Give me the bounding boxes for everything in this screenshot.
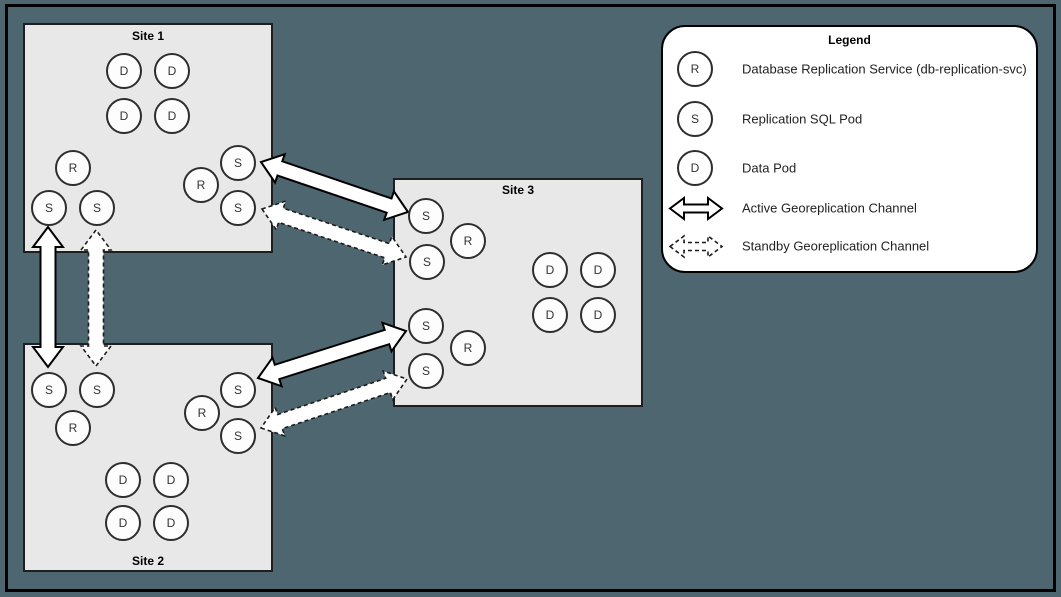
node-d-pod: D (105, 462, 141, 498)
standby-channel-icon (668, 234, 724, 259)
node-symbol: S (92, 201, 101, 215)
data-pod-icon: D (677, 150, 713, 186)
node-r-pod: R (184, 395, 220, 431)
node-symbol: S (233, 429, 242, 443)
site-title: Site 3 (501, 183, 535, 197)
legend-item-label: Replication SQL Pod (742, 111, 863, 127)
node-s-pod: S (79, 372, 115, 408)
node-s-pod: S (79, 190, 115, 226)
node-d-pod: D (532, 297, 568, 333)
node-symbol: D (118, 516, 128, 530)
node-d-pod: D (105, 505, 141, 541)
node-r-pod: R (55, 410, 91, 446)
node-d-pod: D (106, 53, 142, 89)
node-symbol: S (421, 209, 430, 223)
node-d-pod: D (154, 98, 190, 134)
node-symbol: R (197, 406, 207, 420)
standby-channel-arrow (260, 199, 408, 267)
replication-sql-pod-icon: S (677, 101, 713, 137)
legend-title: Legend (828, 33, 871, 47)
node-symbol: S (421, 364, 430, 378)
node-d-pod: D (532, 252, 568, 288)
node-symbol: R (196, 178, 206, 192)
node-symbol: D (119, 109, 129, 123)
node-symbol: D (545, 308, 555, 322)
node-r-pod: R (55, 150, 91, 186)
node-s-pod: S (220, 418, 256, 454)
site-title: Site 2 (131, 554, 165, 568)
node-r-pod: R (450, 223, 486, 259)
standby-channel-arrow (79, 228, 113, 368)
node-d-pod: D (154, 53, 190, 89)
node-symbol: D (593, 308, 603, 322)
node-symbol: D (119, 64, 129, 78)
legend-item-label: Active Georeplication Channel (742, 200, 917, 216)
legend-item-label: Data Pod (742, 160, 797, 176)
legend-symbol: R (690, 62, 700, 76)
node-symbol: R (463, 341, 473, 355)
node-s-pod: S (408, 198, 444, 234)
node-s-pod: S (408, 308, 444, 344)
legend-item-label: Database Replication Service (db-replica… (742, 61, 1027, 77)
legend-item-label: Standby Georeplication Channel (742, 238, 930, 254)
active-channel-arrow (256, 321, 408, 388)
node-r-pod: R (450, 330, 486, 366)
node-s-pod: S (220, 372, 256, 408)
node-symbol: D (593, 263, 603, 277)
node-d-pod: D (106, 98, 142, 134)
active-channel-arrow (31, 225, 65, 369)
frame-border (5, 4, 1056, 592)
node-symbol: S (233, 383, 242, 397)
node-d-pod: D (153, 462, 189, 498)
standby-channel-glyph (668, 234, 724, 259)
node-symbol: S (422, 255, 431, 269)
node-s-pod: S (220, 145, 256, 181)
node-symbol: S (233, 201, 242, 215)
node-s-pod: S (31, 372, 67, 408)
node-symbol: S (233, 156, 242, 170)
node-symbol: D (545, 263, 555, 277)
node-d-pod: D (580, 252, 616, 288)
node-symbol: S (44, 201, 53, 215)
node-d-pod: D (580, 297, 616, 333)
node-d-pod: D (153, 505, 189, 541)
node-symbol: S (92, 383, 101, 397)
node-s-pod: S (220, 190, 256, 226)
node-s-pod: S (409, 244, 445, 280)
node-r-pod: R (183, 167, 219, 203)
node-symbol: R (463, 234, 473, 248)
site-title: Site 1 (131, 29, 165, 43)
node-symbol: D (118, 473, 128, 487)
active-channel-icon (668, 196, 724, 221)
standby-channel-arrow (259, 369, 409, 438)
active-channel-glyph (668, 196, 724, 221)
legend-symbol: D (690, 161, 700, 175)
replication-service-icon: R (677, 51, 713, 87)
node-symbol: R (68, 421, 78, 435)
node-symbol: D (167, 109, 177, 123)
node-symbol: D (167, 64, 177, 78)
node-s-pod: S (31, 190, 67, 226)
node-symbol: S (44, 383, 53, 397)
node-symbol: R (68, 161, 78, 175)
node-symbol: S (421, 319, 430, 333)
legend-box: Legend R Database Replication Service (d… (661, 25, 1038, 273)
node-s-pod: S (408, 353, 444, 389)
node-symbol: D (166, 516, 176, 530)
legend-symbol: S (690, 112, 699, 126)
node-symbol: D (166, 473, 176, 487)
